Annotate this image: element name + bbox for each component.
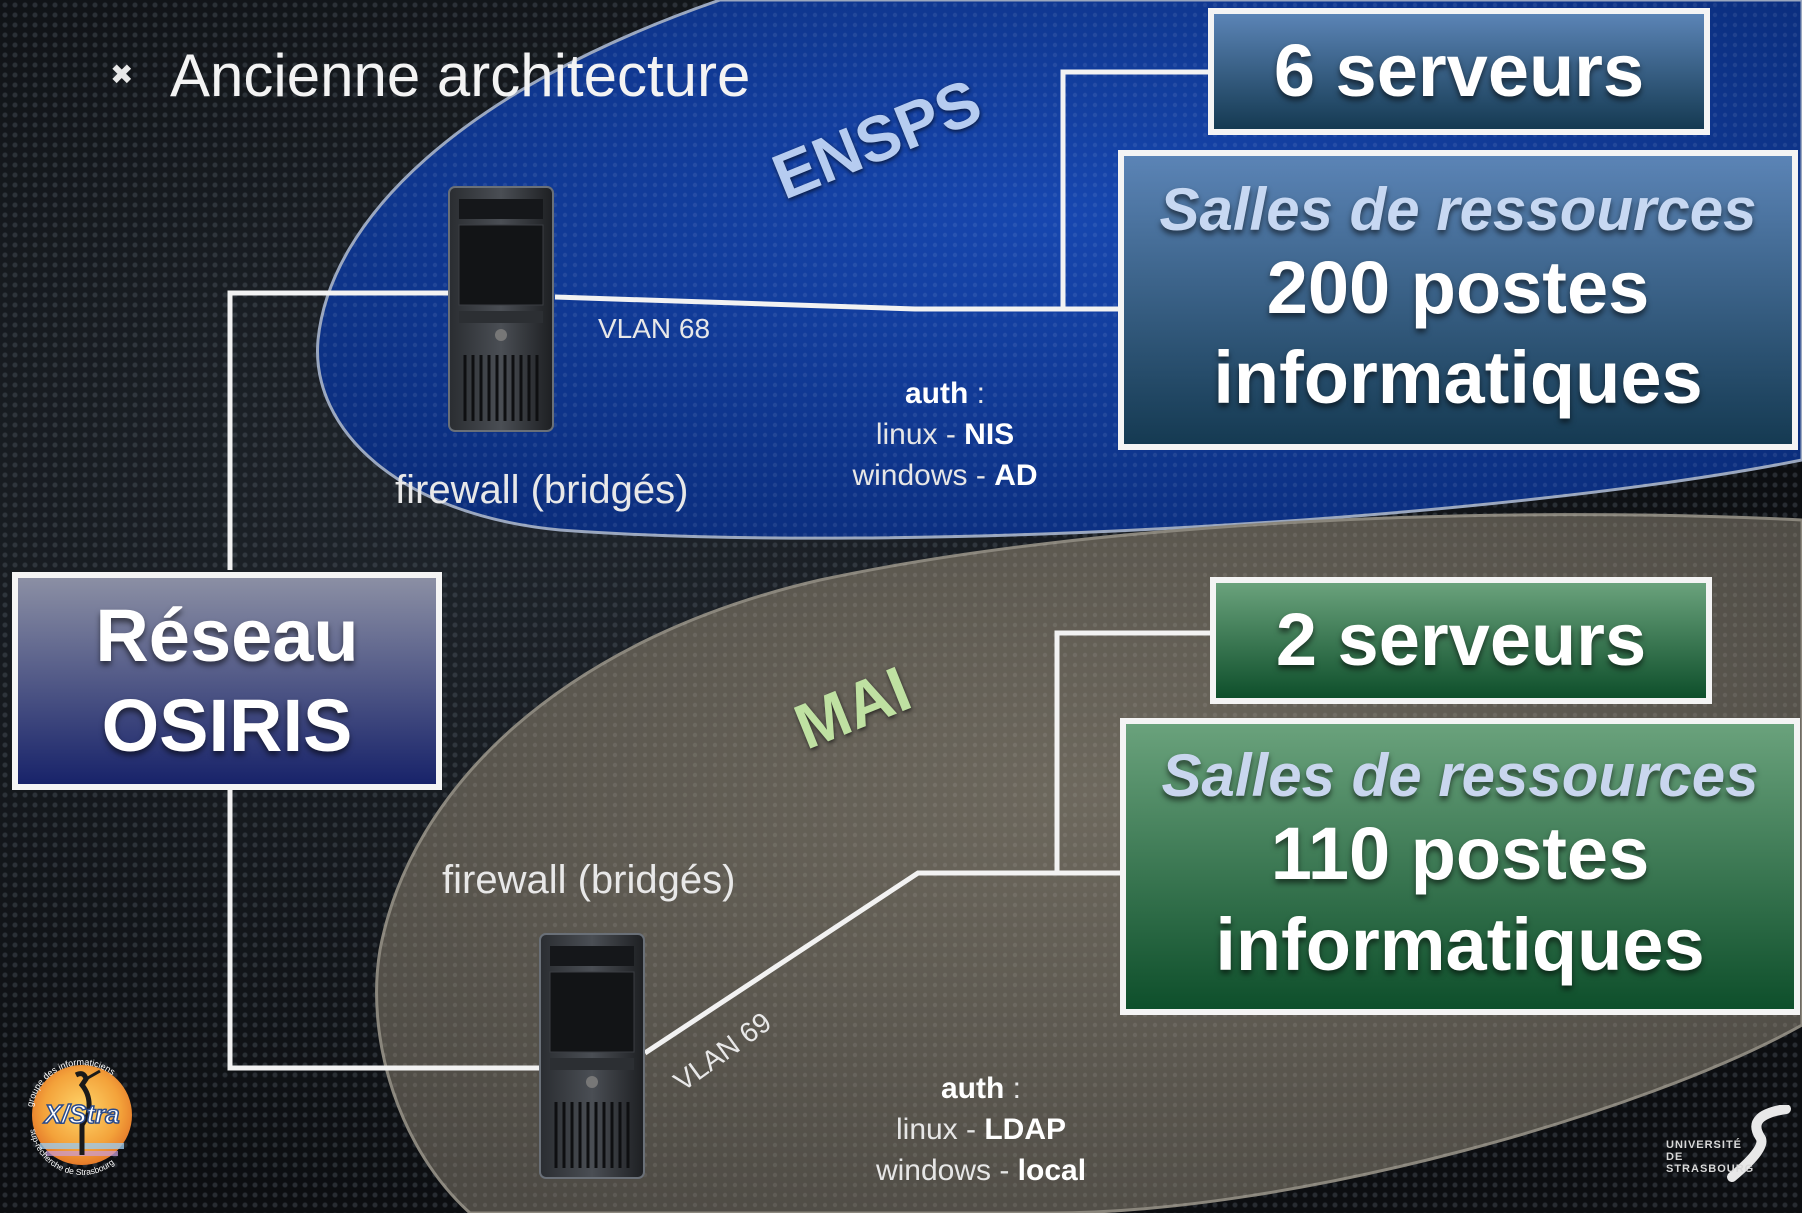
ensps-auth-windows: AD	[994, 459, 1038, 492]
bullet-icon: ✖	[110, 59, 134, 90]
mai-auth-linux: LDAP	[984, 1113, 1067, 1146]
ensps-salles-title: Salles de ressources	[1159, 175, 1757, 243]
mai-auth-windows: local	[1017, 1154, 1087, 1187]
ensps-servers-box: 6 serveurs	[1208, 8, 1710, 135]
connection-lines	[227, 69, 1212, 1071]
ensps-firewall-server-icon	[448, 186, 554, 432]
osiris-line1: Réseau	[95, 593, 359, 677]
ensps-firewall-label: firewall (bridgés)	[395, 468, 689, 512]
mai-firewall-label: firewall (bridgés)	[442, 858, 736, 902]
mai-firewall-server-icon	[539, 933, 645, 1179]
ensps-postes-line2: informatiques	[1213, 336, 1703, 419]
mai-servers-box: 2 serveurs	[1210, 577, 1712, 704]
mai-salles-title: Salles de ressources	[1161, 742, 1759, 810]
mai-auth-info: auth : linux - LDAP windows - local	[875, 1072, 1087, 1187]
osiris-line2: OSIRIS	[101, 684, 353, 767]
osiris-network-box: Réseau OSIRIS	[12, 572, 442, 790]
ensps-auth-info: auth : linux - NIS windows - AD	[852, 377, 1038, 492]
mai-servers-label: 2 serveurs	[1275, 598, 1647, 682]
mai-postes-line2: informatiques	[1215, 902, 1705, 986]
ensps-vlan-label: VLAN 68	[598, 313, 711, 344]
ensps-auth-title: auth	[905, 377, 969, 410]
mai-auth-title: auth	[941, 1072, 1005, 1105]
mai-postes-line1: 110 postes	[1270, 812, 1650, 896]
ensps-workstations-box: Salles de ressources 200 postes informat…	[1118, 150, 1798, 450]
slide-title: Ancienne architecture	[170, 41, 751, 109]
xstra-logo: X/Stra groupe des informaticiens sup-rec…	[25, 1057, 132, 1177]
ensps-auth-linux: NIS	[964, 418, 1015, 451]
unistra-mark-icon	[1727, 1105, 1791, 1182]
ensps-servers-label: 6 serveurs	[1273, 29, 1645, 113]
unistra-logo-text: UNIVERSITÉ DE STRASBOURG	[1666, 1139, 1755, 1175]
xstra-logo-text: X/Stra	[42, 1099, 119, 1129]
title-row: ✖ Ancienne architecture	[110, 40, 750, 110]
ensps-postes-line1: 200 postes	[1266, 245, 1650, 329]
mai-workstations-box: Salles de ressources 110 postes informat…	[1120, 718, 1800, 1015]
